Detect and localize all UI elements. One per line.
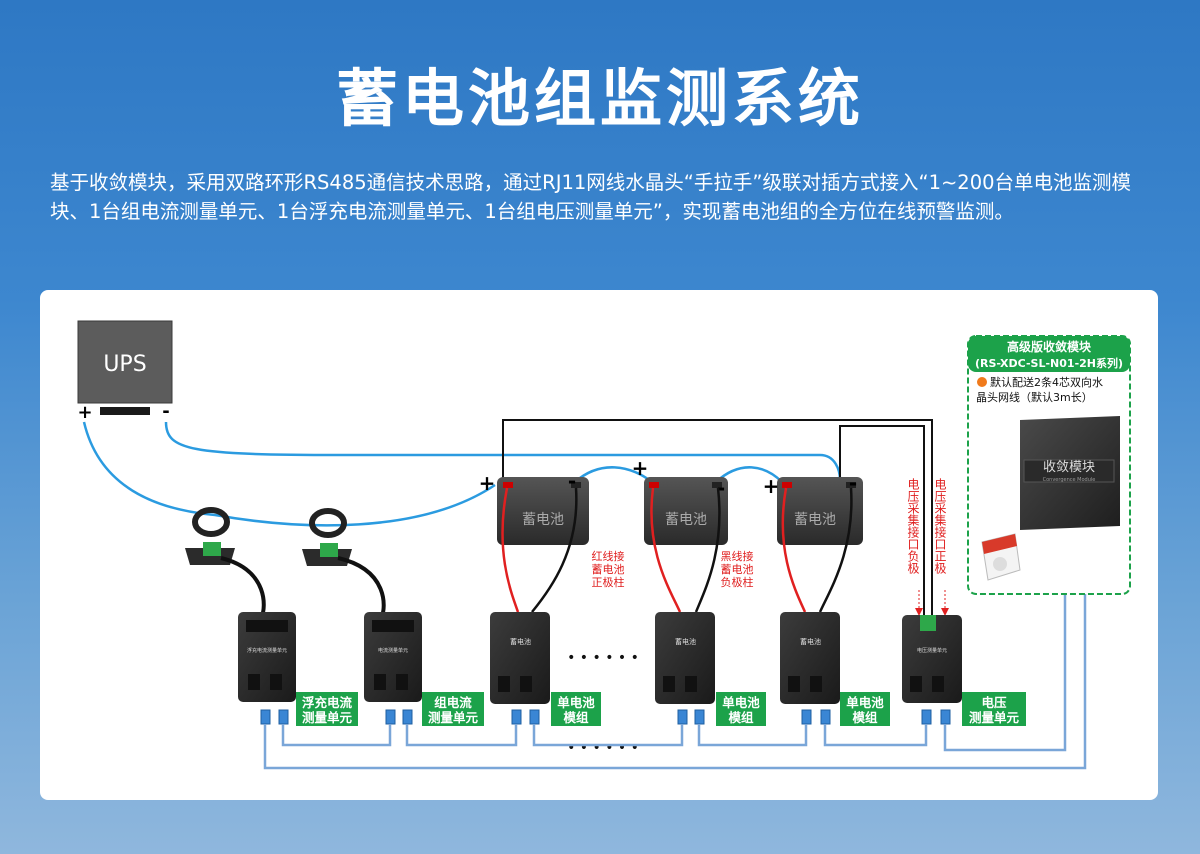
svg-text:负极柱: 负极柱 <box>721 575 754 589</box>
current-clamp-2 <box>302 508 352 566</box>
battery-1-plus: + <box>479 471 496 495</box>
svg-text:蓄电池: 蓄电池 <box>510 637 531 646</box>
ups-minus: - <box>162 401 169 422</box>
module-header: 高级版收敛模块 <box>1007 339 1092 354</box>
svg-text:单电池: 单电池 <box>722 695 760 710</box>
svg-text:正极柱: 正极柱 <box>592 575 625 589</box>
device-cell-2: 蓄电池 <box>655 612 715 704</box>
svg-text:蓄电池: 蓄电池 <box>721 563 754 576</box>
battery-probe-wires <box>501 487 853 613</box>
wiring-diagram: UPS + - 蓄电池 + - <box>77 320 1131 770</box>
unit-label-cell-3: 单电池 模组 <box>840 692 890 726</box>
ellipsis-bottom: • • • • • • <box>567 740 639 756</box>
device-float-current: 浮充电流测量单元 <box>238 612 296 702</box>
unit-label-group-current: 组电流 测量单元 <box>422 692 484 726</box>
svg-text:电压测量单元: 电压测量单元 <box>917 647 947 654</box>
svg-text:组电流: 组电流 <box>434 695 472 710</box>
diagram-panel: UPS + - 蓄电池 + - <box>40 290 1158 800</box>
battery-3-minus: - <box>849 471 857 495</box>
ups-unit: UPS + - <box>77 320 173 423</box>
battery-2-minus: - <box>717 476 725 500</box>
voltage-sense-wires <box>502 419 933 620</box>
svg-text:红线接: 红线接 <box>592 549 625 563</box>
module-device-label: 收敛模块 <box>1043 459 1095 475</box>
voltage-pos-note: 电压采集接口正极 <box>933 478 947 574</box>
system-description: 基于收敛模块，采用双路环形RS485通信技术思路，通过RJ11网线水晶头“手拉手… <box>50 171 1132 223</box>
svg-text:单电池: 单电池 <box>846 695 884 710</box>
svg-text:蓄电池: 蓄电池 <box>592 563 625 576</box>
current-clamp-1 <box>185 507 235 565</box>
power-adapter-icon <box>981 533 1021 581</box>
note-bullet-icon <box>977 377 987 387</box>
svg-text:浮充电流: 浮充电流 <box>302 695 353 710</box>
red-wire-note: 红线接 蓄电池 正极柱 <box>592 549 625 589</box>
battery-3: 蓄电池 + - <box>763 471 863 545</box>
module-note-2: 晶头网线（默认3m长） <box>976 390 1093 404</box>
battery-2: 蓄电池 + - <box>632 456 728 545</box>
unit-label-voltage: 电压 测量单元 <box>962 692 1026 726</box>
svg-text:电压: 电压 <box>981 695 1007 710</box>
ups-plus: + <box>77 402 92 423</box>
svg-text:测量单元: 测量单元 <box>428 710 479 725</box>
battery-label: 蓄电池 <box>665 512 707 528</box>
unit-label-float-current: 浮充电流 测量单元 <box>296 692 358 726</box>
module-device-sub: Convergence Module <box>1043 477 1096 483</box>
voltage-neg-note: 电压采集接口负极 <box>906 478 920 574</box>
device-cell-3: 蓄电池 <box>780 612 840 704</box>
module-note-1: 默认配送2条4芯双向水 <box>990 375 1103 389</box>
svg-text:蓄电池: 蓄电池 <box>800 637 821 646</box>
unit-label-cell-2: 单电池 模组 <box>716 692 766 726</box>
svg-text:测量单元: 测量单元 <box>969 710 1020 725</box>
battery-3-plus: + <box>763 474 780 498</box>
battery-label: 蓄电池 <box>522 512 564 528</box>
svg-text:模组: 模组 <box>852 710 878 725</box>
svg-text:单电池: 单电池 <box>557 695 595 710</box>
ups-terminal-bar <box>100 407 150 415</box>
module-model: (RS-XDC-SL-N01-2H系列) <box>975 356 1123 370</box>
svg-text:模组: 模组 <box>728 710 754 725</box>
unit-label-cell-1: 单电池 模组 <box>551 692 601 726</box>
svg-text:黑线接: 黑线接 <box>721 549 754 563</box>
svg-text:蓄电池: 蓄电池 <box>675 637 696 646</box>
svg-text:测量单元: 测量单元 <box>302 710 353 725</box>
clamp-cables <box>220 556 386 617</box>
ellipsis-top: • • • • • • <box>567 650 639 666</box>
voltage-arrows <box>915 590 949 616</box>
device-cell-1: 蓄电池 <box>490 612 550 704</box>
battery-label: 蓄电池 <box>794 512 836 528</box>
rs485-bus <box>263 548 1087 770</box>
power-wires <box>82 421 842 527</box>
svg-text:电流测量单元: 电流测量单元 <box>378 647 408 654</box>
page-title: 蓄电池组监测系统 <box>335 62 864 135</box>
svg-text:模组: 模组 <box>563 710 589 725</box>
black-wire-note: 黑线接 蓄电池 负极柱 <box>721 549 754 589</box>
device-voltage: 电压测量单元 <box>902 615 962 703</box>
convergence-module-panel: 高级版收敛模块 (RS-XDC-SL-N01-2H系列) 默认配送2条4芯双向水… <box>967 335 1131 595</box>
battery-2-plus: + <box>632 456 649 480</box>
ups-label: UPS <box>103 352 146 377</box>
battery-1: 蓄电池 + - <box>479 469 589 545</box>
battery-1-minus: - <box>568 469 576 493</box>
device-group-current: 电流测量单元 <box>364 612 422 702</box>
svg-text:浮充电流测量单元: 浮充电流测量单元 <box>247 647 287 654</box>
